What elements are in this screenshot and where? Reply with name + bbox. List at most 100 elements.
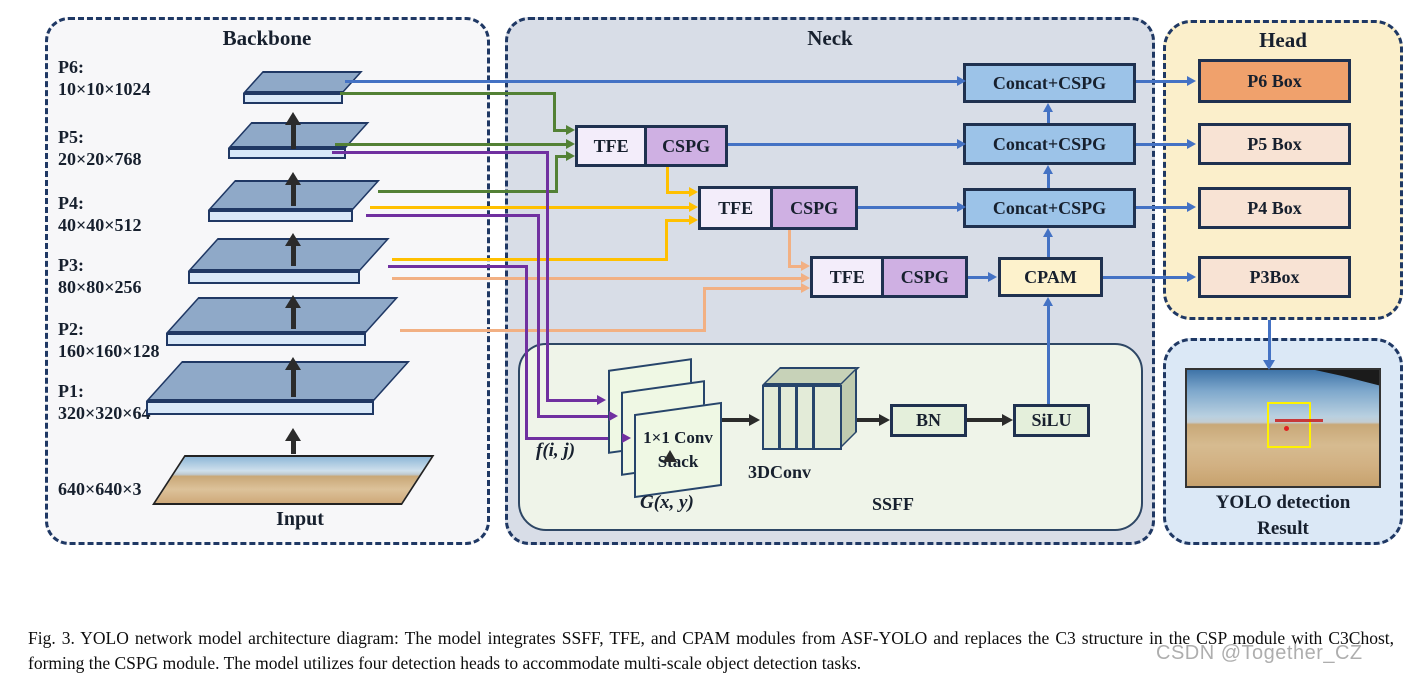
arrowhead (1187, 139, 1196, 149)
cpam-box: CPAM (998, 257, 1103, 297)
arrowhead (663, 450, 677, 462)
conv-stack-plane-front: 1×1 Conv Stack (634, 401, 722, 499)
up-arrow-shaft (291, 308, 296, 329)
arrowhead (1187, 272, 1196, 282)
arrowhead (1187, 202, 1196, 212)
slab-p3-front (188, 271, 360, 284)
edge-p6-tfe1-v (553, 92, 556, 129)
edge-cspg2-tfe3-v (788, 230, 791, 268)
cspg-box-1: CSPG (644, 128, 725, 164)
head-box-p6: P6 Box (1198, 59, 1351, 103)
cube-slice (795, 387, 798, 448)
slab-p6-front (243, 93, 343, 104)
edge-cspg1-tfe2-in (666, 191, 689, 194)
label-p3-name: P3: (58, 255, 84, 275)
edge-concat2-concat1 (1047, 111, 1050, 123)
label-p4-dims: 40×40×512 (58, 215, 142, 235)
silu-box: SiLU (1013, 404, 1090, 437)
label-p3: P3: 80×80×256 (58, 254, 142, 298)
label-p1: P1: 320×320×64 (58, 380, 151, 424)
up-arrow-head (285, 172, 301, 185)
edge-concat3-concat2 (1047, 173, 1050, 188)
cspg-box-2: CSPG (770, 189, 855, 227)
edge-3dconv-bn (856, 418, 879, 422)
edge-p3-ssff-in (525, 437, 622, 440)
arrowhead (957, 76, 966, 86)
edge-cspg3-cpam (968, 276, 988, 279)
arrowhead (622, 433, 631, 443)
tfe-box-1: TFE (578, 128, 645, 164)
edge-cpam-concat3 (1047, 236, 1050, 257)
label-p2-name: P2: (58, 319, 84, 339)
arrowhead (566, 151, 575, 161)
arrowhead (1263, 360, 1275, 370)
neck-title: Neck (807, 26, 853, 50)
label-p1-dims: 320×320×64 (58, 403, 151, 423)
tfe-box-3: TFE (813, 259, 882, 295)
edge-cpam-p3box (1103, 276, 1187, 279)
concat-cspg-box-p6: Concat+CSPG (963, 63, 1136, 103)
conv3d-label: 3DConv (748, 462, 812, 482)
head-box-p3: P3Box (1198, 256, 1351, 298)
label-input-dims: 640×640×3 (58, 479, 142, 499)
up-arrow-head (285, 295, 301, 308)
cube-slice (778, 387, 781, 448)
up-arrow-head (285, 112, 301, 125)
edge-stack-3dconv (716, 418, 749, 422)
cspg-box-3: CSPG (881, 259, 965, 295)
slab-p4-front (208, 210, 353, 222)
up-arrow-head (285, 357, 301, 370)
detection-bounding-box (1267, 402, 1311, 448)
backbone-title: Backbone (222, 26, 312, 50)
slab-p2-top (166, 297, 399, 333)
up-arrow-shaft (291, 125, 296, 149)
edge-p3-tfe2-h (392, 258, 665, 261)
conv3d-cube (762, 385, 842, 450)
up-arrow-head (285, 428, 301, 441)
edge-p2-tfe3-v (703, 290, 706, 332)
edge-p5-ssff-in (546, 399, 597, 402)
aircraft-wing (1315, 370, 1379, 386)
edge-p3-tfe2-v (665, 221, 668, 261)
label-p4: P4: 40×40×512 (58, 192, 142, 236)
bn-box: BN (890, 404, 967, 437)
edge-concat1-p6box (1136, 80, 1187, 83)
tfe-cspg-pair-1: TFE CSPG (575, 125, 728, 167)
arrowhead (749, 414, 760, 426)
arrowhead (1043, 165, 1053, 174)
arrowhead (879, 414, 890, 426)
edge-p4-tfe1-v (555, 157, 558, 193)
conv-stack-line1: 1×1 Conv (643, 428, 713, 447)
up-arrow-shaft (291, 246, 296, 266)
input-image (152, 455, 435, 505)
label-p6: P6: 10×10×1024 (58, 56, 151, 100)
arrowhead (1043, 228, 1053, 237)
result-caption: YOLO detection Result (1183, 490, 1383, 542)
up-arrow-shaft (291, 370, 296, 397)
detection-center-dot (1284, 426, 1289, 431)
edge-p4-tfe1-in (555, 155, 566, 158)
edge-p5-ssff-h (332, 151, 546, 154)
label-p2-dims: 160×160×128 (58, 341, 160, 361)
label-p6-name: P6: (58, 57, 84, 77)
edge-p4-ssff-h (366, 214, 537, 217)
arrowhead (1043, 297, 1053, 306)
arrowhead (988, 272, 997, 282)
edge-head-result (1268, 320, 1271, 360)
g-xy-label: G(x, y) (640, 492, 694, 513)
edge-p3-ssff-h (388, 265, 525, 268)
edge-p3-tfe3 (392, 277, 801, 280)
edge-p3-ssff-v (525, 265, 528, 439)
arrowhead (566, 139, 575, 149)
label-p5-dims: 20×20×768 (58, 149, 142, 169)
arrowhead (566, 125, 575, 135)
arrowhead (609, 411, 618, 421)
arrowhead (957, 202, 966, 212)
label-p4-name: P4: (58, 193, 84, 213)
edge-p2-tfe3-h (400, 329, 703, 332)
tfe-box-2: TFE (701, 189, 771, 227)
edge-p4-ssff-v (537, 214, 540, 417)
edge-cspg2-concat3 (858, 206, 957, 209)
edge-bn-silu (967, 418, 1002, 422)
result-caption-line2: Result (1257, 518, 1309, 539)
